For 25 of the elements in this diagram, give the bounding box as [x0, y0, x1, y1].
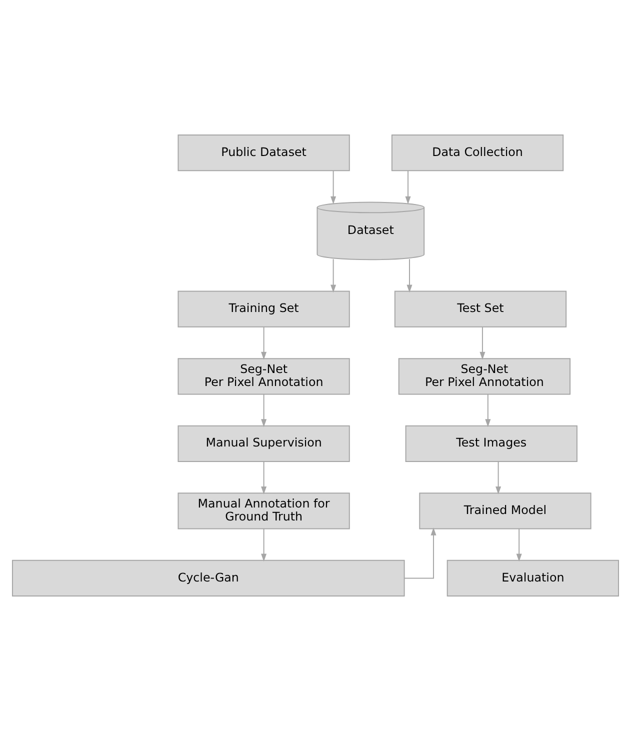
- node-box: Seg-Net Per Pixel Annotation: [178, 358, 350, 395]
- node-box: Data Collection: [391, 134, 564, 172]
- arrow: [405, 170, 411, 204]
- arrow: [485, 394, 491, 428]
- node-box: Cycle-Gan: [12, 560, 405, 597]
- arrow: [516, 528, 522, 562]
- node-box: Seg-Net Per Pixel Annotation: [398, 358, 571, 395]
- node-box: Test Images: [405, 425, 578, 462]
- node-box: Evaluation: [446, 560, 620, 597]
- node-box: Manual Supervision: [178, 425, 350, 462]
- arrow: [261, 394, 267, 428]
- node-box: Public Dataset: [178, 134, 350, 172]
- arrow: [480, 326, 486, 360]
- node-box: Training Set: [178, 290, 350, 328]
- arrow: [261, 461, 267, 494]
- arrow: [406, 258, 412, 293]
- arrow: [404, 527, 436, 579]
- node-box: Test Set: [394, 290, 567, 328]
- arrow: [330, 170, 336, 204]
- arrow: [261, 326, 267, 360]
- node-box: Manual Annotation for Ground Truth: [178, 492, 350, 530]
- node-box: Trained Model: [419, 492, 592, 530]
- arrow: [330, 258, 336, 293]
- arrow: [261, 528, 267, 562]
- arrow: [496, 461, 502, 494]
